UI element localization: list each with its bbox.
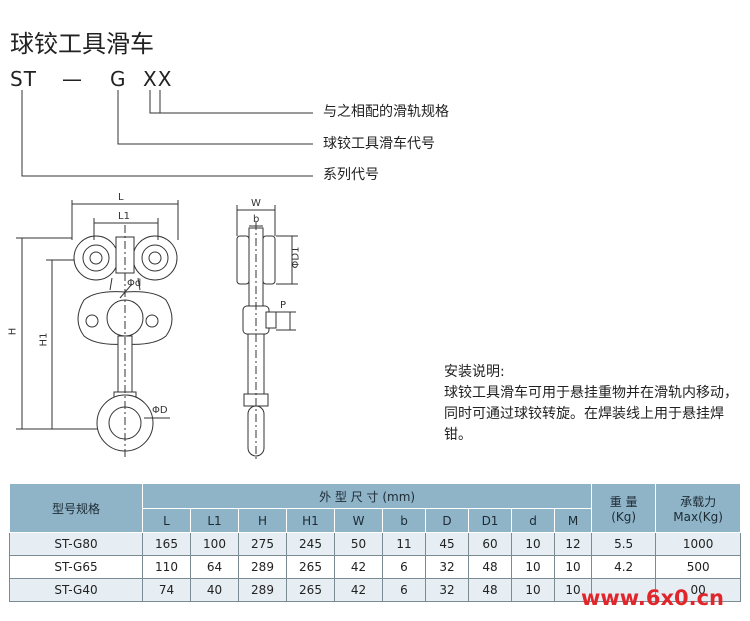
cell-weight [591, 578, 657, 602]
header-load: 承载力 Max(Kg) [655, 483, 742, 533]
cell-load: 1000 [655, 532, 742, 556]
cell-b: 11 [382, 532, 426, 556]
table-row: ST-G65 110 64 289 265 42 6 32 48 10 10 4… [9, 555, 742, 579]
cell-W: 42 [334, 555, 383, 579]
header-dim-M: M [553, 508, 593, 533]
dim-label-phi-D1: ΦD1 [290, 246, 302, 269]
model-code-series: ST [10, 67, 37, 91]
cell-M: 12 [553, 532, 593, 556]
header-dim-L1: L1 [190, 508, 239, 533]
header-weight: 重 量 (Kg) [591, 483, 657, 533]
install-heading: 安装说明: [444, 364, 505, 380]
table-row: ST-G80 165 100 275 245 50 11 45 60 10 12… [9, 532, 742, 556]
header-weight-label: 重 量 [609, 494, 638, 509]
header-dim-H: H [238, 508, 287, 533]
cell-model: ST-G40 [9, 578, 143, 602]
legend-series-code: 系列代号 [323, 167, 379, 183]
model-code-dash: — [62, 67, 83, 91]
cell-weight: 5.5 [591, 532, 657, 556]
cell-b: 6 [382, 578, 426, 602]
cell-W: 42 [334, 578, 383, 602]
dim-label-P: P [280, 300, 287, 311]
model-code-type: G [110, 67, 127, 91]
cell-D: 32 [425, 555, 469, 579]
page-title: 球铰工具滑车 [10, 30, 154, 58]
cell-M: 10 [553, 555, 593, 579]
cell-L: 165 [142, 532, 191, 556]
cell-D1: 48 [468, 578, 512, 602]
cell-H: 289 [238, 555, 287, 579]
cell-M: 10 [553, 578, 593, 602]
cell-H: 289 [238, 578, 287, 602]
cell-L: 110 [142, 555, 191, 579]
header-load-label: 承载力 [680, 494, 717, 509]
header-dim-W: W [334, 508, 383, 533]
dim-label-L: L [118, 192, 124, 203]
cell-d: 10 [511, 578, 555, 602]
dim-label-H: H [7, 327, 19, 336]
cell-model: ST-G80 [9, 532, 143, 556]
install-description: 球铰工具滑车可用于悬挂重物并在滑轨内移动，同时可通过球铰转旋。在焊装线上用于悬挂… [444, 385, 738, 443]
cell-d: 10 [511, 532, 555, 556]
dim-label-b: b [253, 214, 260, 225]
table-row: ST-G40 74 40 289 265 42 6 32 48 10 10 00 [9, 578, 742, 602]
header-dim-D1: D1 [468, 508, 512, 533]
dim-label-phi-D: ΦD [152, 405, 168, 416]
cell-H1: 265 [286, 578, 335, 602]
cell-L1: 40 [190, 578, 239, 602]
header-dim-b: b [382, 508, 426, 533]
watermark: www.6x0.cn [581, 586, 724, 610]
cell-H1: 245 [286, 532, 335, 556]
cell-L1: 64 [190, 555, 239, 579]
cell-b: 6 [382, 555, 426, 579]
cell-load: 00 [655, 578, 742, 602]
model-code-rail: XX [143, 67, 173, 91]
cell-W: 50 [334, 532, 383, 556]
header-weight-unit: (Kg) [611, 509, 637, 524]
cell-D1: 48 [468, 555, 512, 579]
dim-label-H1: H1 [38, 332, 50, 347]
header-load-unit: Max(Kg) [673, 509, 723, 524]
cell-H: 275 [238, 532, 287, 556]
header-dim-d: d [511, 508, 555, 533]
header-dim-H1: H1 [286, 508, 335, 533]
legend-rail-spec: 与之相配的滑轨规格 [323, 104, 449, 120]
header-dimensions: 外 型 尺 寸 (mm) [141, 483, 593, 509]
cell-load: 500 [655, 555, 742, 579]
spec-table: 型号规格 外 型 尺 寸 (mm) 重 量 (Kg) 承载力 Max(Kg) L… [9, 483, 742, 602]
cell-L: 74 [142, 578, 191, 602]
cell-D1: 60 [468, 532, 512, 556]
dim-label-W: W [251, 198, 261, 209]
legend-trolley-code: 球铰工具滑车代号 [323, 136, 435, 152]
cell-d: 10 [511, 555, 555, 579]
header-dim-L: L [142, 508, 191, 533]
header-dim-D: D [425, 508, 469, 533]
cell-model: ST-G65 [9, 555, 143, 579]
technical-drawing [16, 90, 313, 460]
dim-label-phi-d: Φd [127, 278, 142, 289]
cell-D: 45 [425, 532, 469, 556]
cell-weight: 4.2 [591, 555, 657, 579]
header-model: 型号规格 [9, 483, 143, 533]
cell-H1: 265 [286, 555, 335, 579]
dim-label-L1: L1 [118, 211, 130, 222]
cell-D: 32 [425, 578, 469, 602]
cell-L1: 100 [190, 532, 239, 556]
